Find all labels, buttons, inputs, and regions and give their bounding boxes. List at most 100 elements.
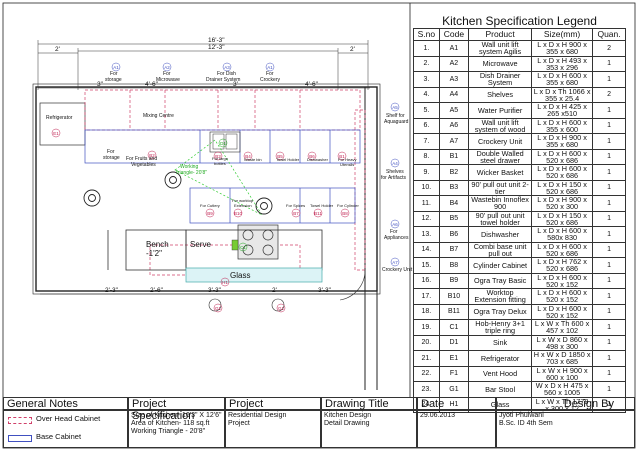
overhead-cabinets xyxy=(84,89,366,276)
plan-label: Crockery xyxy=(260,77,281,83)
legend-product: Microwave xyxy=(468,55,533,72)
date-value: 29.06.2013 xyxy=(420,412,456,419)
legend-header: Size(mm) xyxy=(531,28,594,41)
legend-code: B8 xyxy=(438,257,470,274)
legend-qty: 2 xyxy=(592,86,626,103)
project-heading: Project xyxy=(225,397,321,410)
legend-size: L x D x H 600 x 520 x 686 xyxy=(531,241,594,258)
legend-sno: 1. xyxy=(413,40,440,57)
legend-sno: 4. xyxy=(413,86,440,103)
legend-qty: 1 xyxy=(592,195,626,212)
legend-size: L x D x H 600 x 520 x 152 xyxy=(531,272,594,289)
project-line: Residential Design xyxy=(228,412,287,419)
dim-text: 3" xyxy=(97,81,104,88)
dim-text: 3'-3" xyxy=(318,287,332,294)
legend-code: B10 xyxy=(438,288,470,305)
plan-labels: For storage For Microwave For Dish Drain… xyxy=(46,71,413,280)
plan-label: Crockery Unit xyxy=(382,267,413,273)
legend-code: A3 xyxy=(438,71,470,88)
refrigerator-box xyxy=(39,102,86,146)
designer-line: B.Sc. ID 4th Sem xyxy=(499,420,553,427)
sheet-border xyxy=(2,2,636,449)
spec-line: Working Triangle - 20'8" xyxy=(131,428,206,435)
code-marker: B5 xyxy=(277,154,283,159)
legend-size: L x D x H 900 x 355 x 680 xyxy=(531,40,594,57)
plan-label: Aquaguard xyxy=(384,119,409,125)
code-marker: B1 xyxy=(339,154,345,159)
person-figures xyxy=(83,171,273,215)
code-marker: A7 xyxy=(392,260,398,265)
dim-text: 2'-3" xyxy=(105,287,119,294)
legend-product: Wicker Basket xyxy=(468,164,533,181)
plan-label: Extension xyxy=(234,203,252,208)
legend-code: F1 xyxy=(438,365,470,382)
legend-size: L x W x Th 600 x 457 x 102 xyxy=(531,319,594,336)
appliance-code-markers: C1 D1 xyxy=(218,138,248,252)
legend-code: E1 xyxy=(438,350,470,367)
legend-qty: 1 xyxy=(592,226,626,243)
code-marker: E1 xyxy=(53,131,59,136)
legend-product: Wall unit lift system Agilis xyxy=(468,40,533,57)
legend-size: L x D x H 600 x 520 x 152 xyxy=(531,303,594,320)
legend-qty: 1 xyxy=(592,241,626,258)
legend-qty: 1 xyxy=(592,148,626,165)
plan-label: Towel Holder xyxy=(276,157,300,162)
legend-qty: 1 xyxy=(592,210,626,227)
spec-line: Area of Kitchen- 118 sq.ft xyxy=(131,420,210,427)
legend-code: B6 xyxy=(438,226,470,243)
legend-sno: 6. xyxy=(413,117,440,134)
dim-text: 16'-3" xyxy=(208,37,225,44)
plan-label: Dishwasher xyxy=(307,157,329,162)
legend-size: L x D x H 600 x 580x 830 xyxy=(531,226,594,243)
dim-text: 4'-6" xyxy=(305,81,319,88)
plan-label: Drainer System xyxy=(206,77,240,83)
legend-qty: 1 xyxy=(592,319,626,336)
base-cabinets xyxy=(84,129,361,224)
code-marker: B8 xyxy=(342,211,348,216)
drawing-line: Kitchen Design xyxy=(324,412,372,419)
legend-qty: 1 xyxy=(592,117,626,134)
legend-sno: 16. xyxy=(413,272,440,289)
code-marker: A3 xyxy=(224,65,230,70)
plan-label: Waste bin xyxy=(244,157,262,162)
legend-sno: 18. xyxy=(413,303,440,320)
legend-code: A5 xyxy=(438,102,470,119)
code-marker: G1 xyxy=(278,306,285,311)
legend-size: L x D x H 900 x 520 x 300 xyxy=(531,195,594,212)
legend-sno: 19. xyxy=(413,319,440,336)
legend-product: Crockery Unit xyxy=(468,133,533,150)
code-marker: A5 xyxy=(392,105,398,110)
plan-label: For worktop xyxy=(232,198,254,203)
designer-line: Jyoti Phulwani xyxy=(499,412,544,419)
legend-size: L x D x H 762 x 520 x 686 xyxy=(531,257,594,274)
legend-sno: 23. xyxy=(413,381,440,398)
legend-code: B3 xyxy=(438,179,470,196)
legend-sno: 5. xyxy=(413,102,440,119)
legend-product: Refrigerator xyxy=(468,350,533,367)
legend-size: L x D x H 600 x 520 x 152 xyxy=(531,288,594,305)
code-marker: A1 xyxy=(113,65,119,70)
legend-sno: 10. xyxy=(413,179,440,196)
drawing-title-heading: Drawing Title xyxy=(321,397,417,410)
project-spec-heading: Project Specification xyxy=(128,397,225,422)
legend-product: Worktop Extension fitting xyxy=(468,288,533,305)
legend-sno: 2. xyxy=(413,55,440,72)
legend-size: L x D x H 150 x 520 x 686 xyxy=(531,179,594,196)
general-notes-heading: General Notes xyxy=(3,397,128,410)
plan-label: For Cylinder xyxy=(337,203,359,208)
code-marker: C1 xyxy=(240,245,246,250)
code-marker: D1 xyxy=(220,141,226,146)
legend-product: Vent Hood xyxy=(468,365,533,382)
